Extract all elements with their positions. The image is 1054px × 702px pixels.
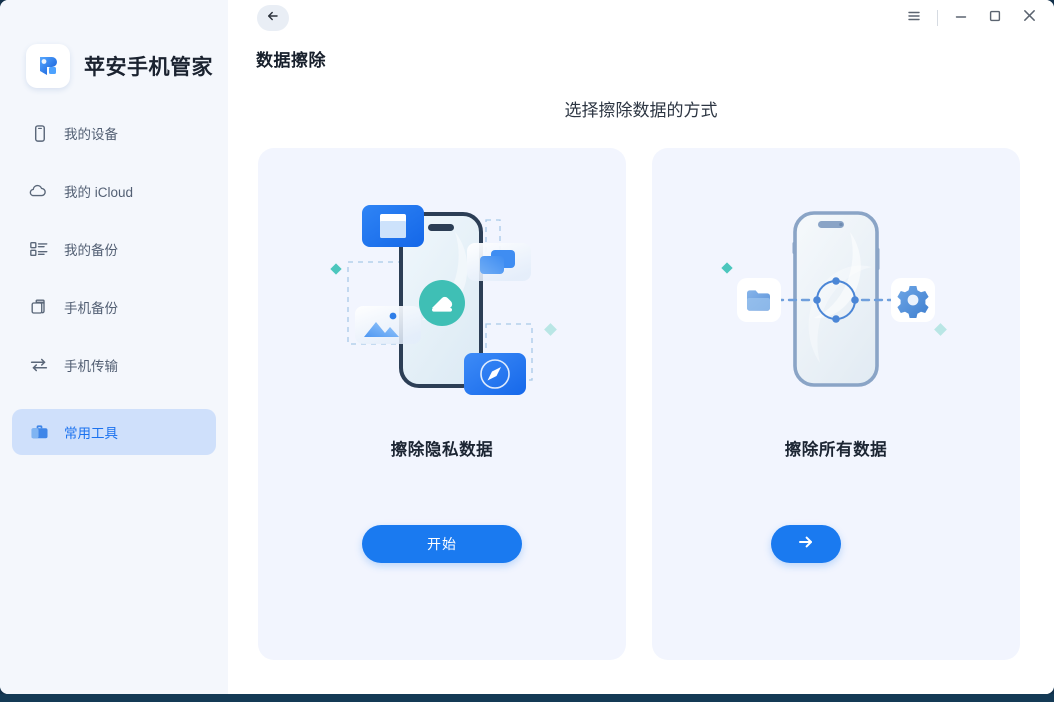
sidebar-item-label: 常用工具 [64, 426, 118, 441]
next-button[interactable] [771, 525, 841, 563]
sidebar-item-label: 我的备份 [64, 243, 118, 258]
copy-icon [28, 296, 50, 318]
close-icon [1021, 7, 1038, 29]
window-controls [897, 4, 1046, 32]
card-title: 擦除隐私数据 [390, 441, 494, 459]
card-title: 擦除所有数据 [784, 441, 888, 459]
card-erase-all-data[interactable]: 擦除所有数据 [652, 148, 1020, 660]
arrow-left-icon [265, 8, 281, 29]
close-button[interactable] [1012, 4, 1046, 32]
sidebar: 苹安手机管家 我的设备 我的 iCloud [0, 0, 228, 694]
toolbox-icon [28, 421, 50, 443]
app-logo-icon [26, 44, 70, 88]
maximize-button[interactable] [978, 4, 1012, 32]
section-title: 选择擦除数据的方式 [564, 101, 718, 120]
phone-icon [28, 122, 50, 144]
start-button[interactable]: 开始 [362, 525, 522, 563]
sidebar-item-my-backup[interactable]: 我的备份 [12, 226, 216, 272]
sidebar-item-my-device[interactable]: 我的设备 [12, 110, 216, 156]
transfer-icon [28, 354, 50, 376]
start-button-label: 开始 [427, 536, 457, 552]
sidebar-item-phone-backup[interactable]: 手机备份 [12, 284, 216, 330]
hamburger-menu-icon [906, 8, 922, 29]
maximize-icon [987, 8, 1003, 29]
arrow-right-icon [796, 532, 816, 557]
minimize-icon [953, 8, 969, 29]
sidebar-item-label: 我的 iCloud [64, 185, 134, 200]
minimize-button[interactable] [944, 4, 978, 32]
sidebar-item-label: 手机传输 [64, 359, 118, 374]
erase-all-data-illustration [652, 148, 1020, 420]
page-title: 数据擦除 [256, 51, 326, 70]
erase-private-data-illustration [258, 148, 626, 420]
window-controls-divider [937, 10, 938, 26]
desktop-background-strip [0, 694, 1054, 702]
sidebar-item-label: 我的设备 [64, 127, 118, 142]
hamburger-menu-button[interactable] [897, 4, 931, 32]
back-button[interactable] [257, 5, 289, 31]
sidebar-item-label: 手机备份 [64, 301, 118, 316]
card-erase-private-data[interactable]: 擦除隐私数据 开始 [258, 148, 626, 660]
sidebar-item-phone-transfer[interactable]: 手机传输 [12, 342, 216, 388]
sidebar-item-common-tools[interactable]: 常用工具 [12, 409, 216, 455]
list-icon [28, 238, 50, 260]
brand-title: 苹安手机管家 [84, 56, 213, 79]
brand: 苹安手机管家 [26, 44, 213, 88]
sidebar-item-my-icloud[interactable]: 我的 iCloud [12, 168, 216, 214]
main-content: 数据擦除 选择擦除数据的方式 [228, 0, 1054, 694]
cloud-icon [28, 180, 50, 202]
